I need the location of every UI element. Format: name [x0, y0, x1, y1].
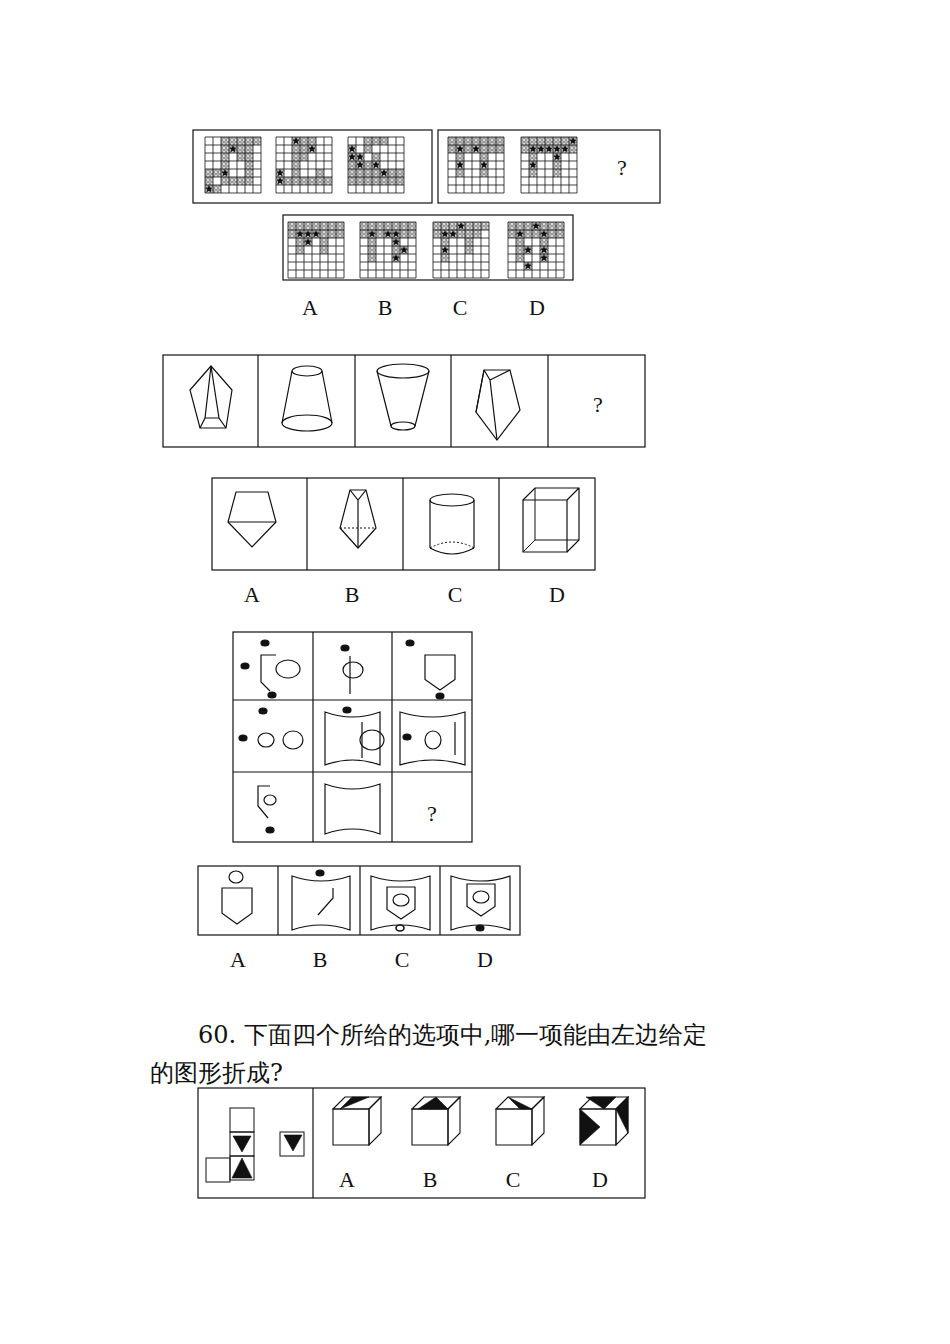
- option-label: D: [477, 949, 493, 971]
- option-label: D: [549, 584, 565, 606]
- option-label: A: [244, 584, 260, 606]
- option-label: A: [339, 1169, 355, 1191]
- option-label: ?: [427, 803, 437, 825]
- option-label: C: [448, 584, 463, 606]
- option-label: A: [230, 949, 246, 971]
- option-label: A: [302, 297, 318, 319]
- cube-net-puzzle: [198, 1088, 645, 1198]
- option-label: B: [313, 949, 328, 971]
- option-label: C: [506, 1169, 521, 1191]
- option-label: C: [453, 297, 468, 319]
- option-label: B: [378, 297, 393, 319]
- option-label: ?: [617, 157, 627, 179]
- matrix-puzzle: [198, 632, 520, 935]
- option-label: B: [345, 584, 360, 606]
- grid-puzzle: [193, 130, 660, 280]
- option-label: C: [395, 949, 410, 971]
- option-label: D: [592, 1169, 608, 1191]
- option-label: D: [529, 297, 545, 319]
- option-label: ?: [593, 394, 603, 416]
- solid-puzzle: [163, 355, 645, 570]
- question-text: 60. 下面四个所给的选项中,哪一项能由左边给定的图形折成?: [150, 1016, 710, 1092]
- option-label: B: [423, 1169, 438, 1191]
